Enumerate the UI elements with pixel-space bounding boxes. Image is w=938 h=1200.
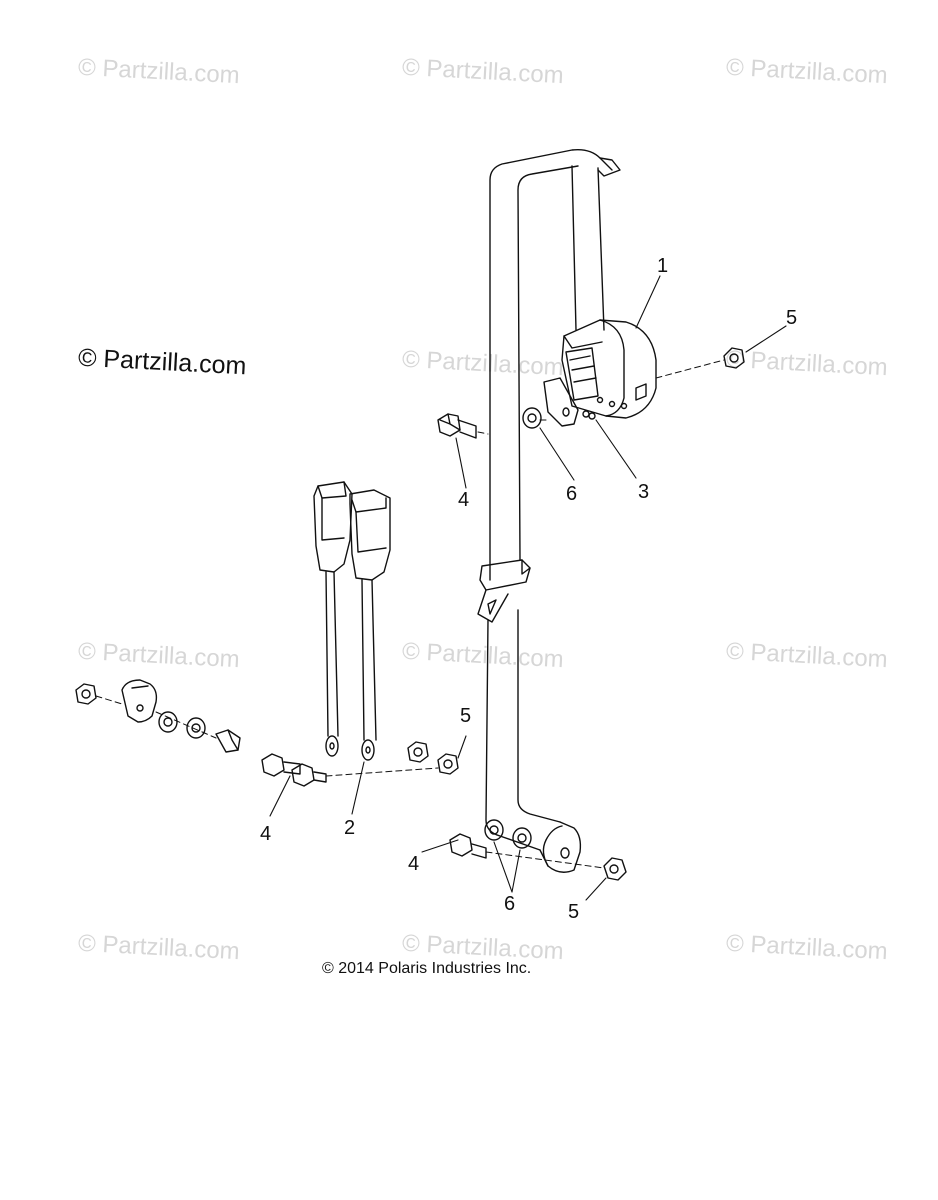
buckle-right <box>349 489 391 761</box>
shoulder-belt-webbing <box>485 148 621 873</box>
callout-5-lower: 5 <box>568 901 580 923</box>
retractor-assembly <box>561 319 657 419</box>
buckle-left <box>313 481 353 757</box>
callout-4-lower: 4 <box>408 853 420 875</box>
latch-plate <box>477 559 531 623</box>
copyright-notice: © 2014 Polaris Industries Inc. <box>322 960 532 977</box>
callout-5-retractor-nut: 5 <box>786 307 798 329</box>
buckle-anchor-hardware <box>261 741 459 787</box>
left-anchor-hardware <box>75 679 241 753</box>
callout-4-upper: 4 <box>458 489 470 511</box>
lower-anchor-hardware <box>449 819 627 881</box>
callout-4-buckle-bolt: 4 <box>260 823 272 845</box>
leader-lines <box>269 275 787 901</box>
bolt-upper <box>437 413 477 439</box>
callout-6-lower: 6 <box>504 893 516 915</box>
callout-3: 3 <box>638 481 650 503</box>
callout-2: 2 <box>344 817 356 839</box>
nut-upper-right <box>723 347 745 369</box>
washer-upper <box>522 407 542 429</box>
callout-6-upper: 6 <box>566 483 578 505</box>
retractor-bracket <box>543 377 596 427</box>
assembly-dash-lines <box>95 359 725 869</box>
callout-1: 1 <box>657 255 669 277</box>
callout-5-buckle-nut: 5 <box>460 705 472 727</box>
